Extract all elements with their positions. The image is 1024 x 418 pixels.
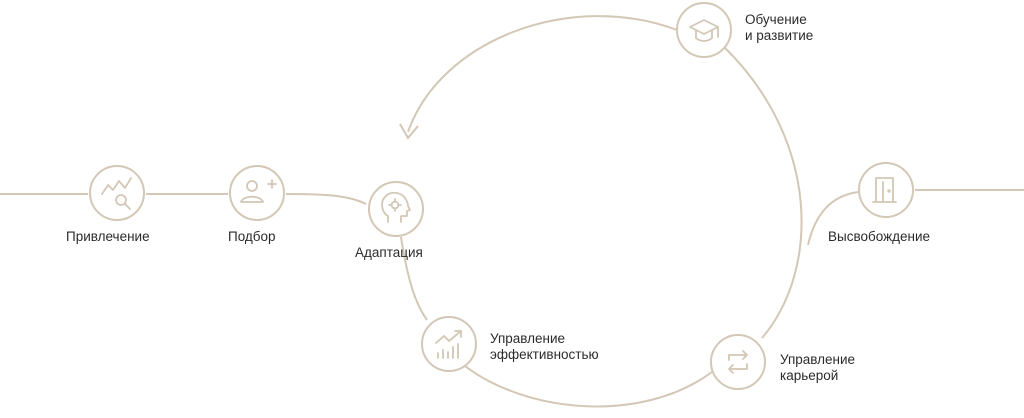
label-adaptation-text: Адаптация	[355, 245, 423, 260]
node-circle	[89, 165, 145, 221]
cycle-arrowhead	[399, 123, 419, 140]
node-attraction[interactable]	[89, 165, 145, 221]
swap-arrows-icon	[728, 350, 748, 374]
label-training: Обучение и развитие	[745, 12, 813, 44]
label-release: Высвобождение	[828, 229, 930, 245]
growth-chart-icon	[435, 330, 462, 359]
head-gear-icon	[381, 191, 411, 223]
node-circle	[676, 2, 732, 58]
label-selection-text: Подбор	[228, 229, 276, 244]
node-circle	[858, 162, 914, 218]
label-performance: Управление эффективностью	[490, 331, 599, 363]
node-adaptation[interactable]	[368, 181, 424, 237]
node-circle	[229, 165, 285, 221]
label-adaptation: Адаптация	[355, 245, 423, 261]
label-training-line1: Обучение	[745, 12, 807, 27]
node-circle	[421, 316, 477, 372]
cycle-arc-career-training	[722, 45, 803, 339]
label-release-text: Высвобождение	[828, 229, 930, 244]
label-training-line2: и развитие	[745, 28, 814, 43]
node-release[interactable]	[858, 162, 914, 218]
label-career: Управление карьерой	[780, 352, 855, 384]
cycle-arc-adaptation-performance	[400, 236, 428, 321]
cycle-arc-training-adaptation	[407, 15, 678, 133]
label-career-line2: карьерой	[780, 368, 839, 383]
node-training[interactable]	[676, 2, 732, 58]
door-exit-icon	[872, 177, 897, 203]
node-selection[interactable]	[229, 165, 285, 221]
chart-search-icon	[101, 177, 132, 210]
node-circle	[710, 334, 766, 390]
graduation-cap-icon	[689, 19, 719, 42]
node-career[interactable]	[710, 334, 766, 390]
label-attraction: Привлечение	[66, 229, 150, 245]
add-user-icon	[240, 179, 277, 203]
label-performance-line1: Управление	[490, 331, 566, 346]
label-career-line1: Управление	[780, 352, 856, 367]
label-selection: Подбор	[228, 229, 276, 245]
label-attraction-text: Привлечение	[66, 229, 150, 244]
node-performance[interactable]	[421, 316, 477, 372]
label-performance-line2: эффективностью	[490, 347, 599, 362]
cycle-arc-performance-career	[464, 365, 713, 408]
release-branch-line	[807, 191, 859, 246]
left-intake-line	[0, 193, 367, 205]
